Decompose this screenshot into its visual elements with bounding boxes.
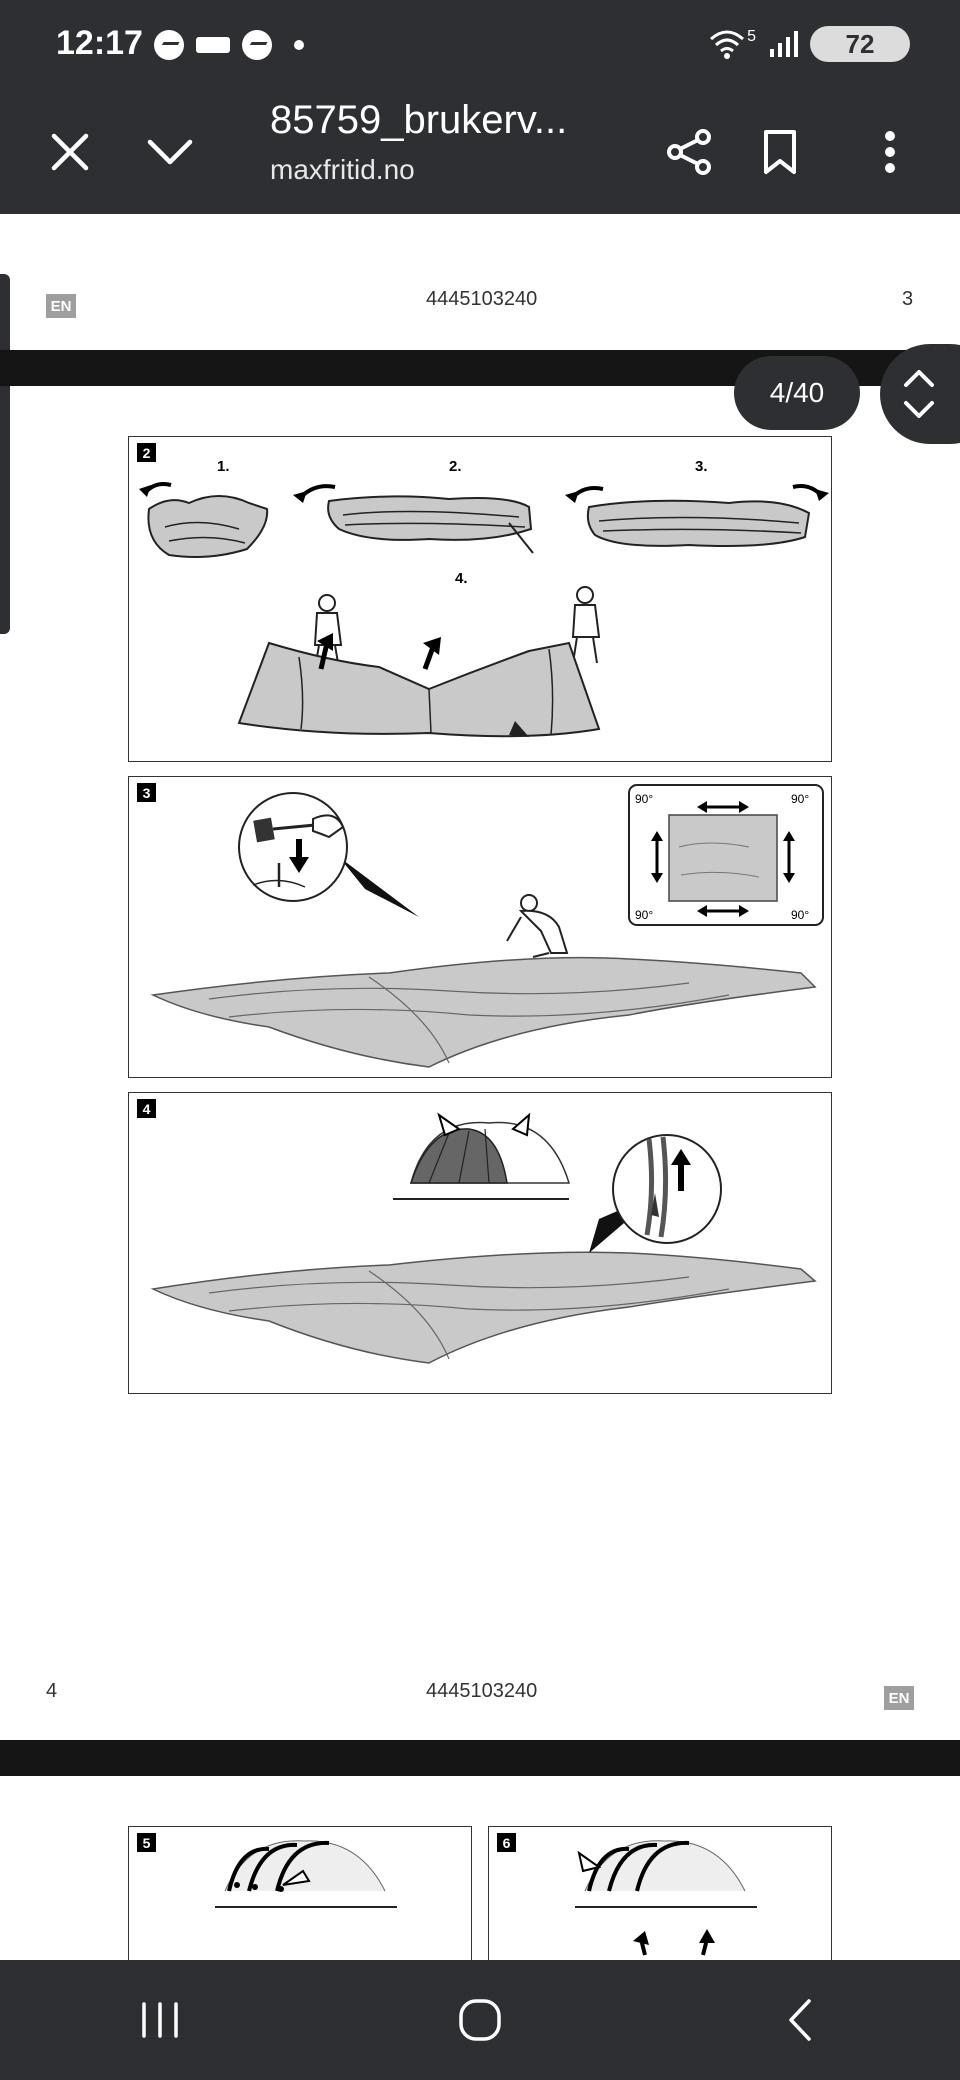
- home-button[interactable]: [435, 1985, 525, 2055]
- product-code: 4445103240: [426, 288, 538, 310]
- notification-icons: [154, 30, 304, 60]
- page-number: 3: [902, 288, 914, 310]
- pole-insert-illustration: [215, 1840, 397, 1908]
- corner-angle-label: 90°: [791, 908, 809, 922]
- flat-tent-canvas: [150, 956, 817, 1068]
- bookmark-button[interactable]: [748, 120, 812, 184]
- step-2-label: 2.: [449, 458, 462, 475]
- scroll-up-down-icon: [904, 370, 934, 418]
- pdf-viewer[interactable]: EN 4445103240 3 4/40 2 1. 2. 3. 4.: [0, 214, 960, 1960]
- document-domain: maxfritid.no: [270, 154, 415, 185]
- document-title: 85759_brukerv...: [270, 98, 568, 142]
- instruction-panel-6: 6: [488, 1826, 832, 1960]
- tent-folding-step-3: [565, 484, 829, 547]
- people-folding-tent-step-4: [237, 586, 601, 738]
- side-drawer-handle[interactable]: [0, 274, 10, 634]
- minimize-button[interactable]: [138, 120, 202, 184]
- fast-scroll-handle[interactable]: [880, 344, 960, 444]
- system-navigation-bar: [0, 1960, 960, 2080]
- instruction-panel-3: 3: [128, 776, 832, 1078]
- more-notifications-icon: [294, 40, 304, 50]
- messenger-icon: [154, 30, 184, 60]
- instruction-panel-5: 5: [128, 1826, 472, 1960]
- panel-number: 4: [137, 1099, 156, 1118]
- recent-apps-icon: [142, 2002, 178, 2038]
- page-counter-label: 4/40: [769, 377, 825, 408]
- reader-icon: [196, 37, 230, 53]
- recent-apps-button[interactable]: [115, 1985, 205, 2055]
- panel-number: 2: [137, 443, 156, 462]
- chevron-down-icon: [147, 139, 193, 165]
- flat-tent-canvas: [150, 1251, 817, 1364]
- panel-number: 3: [137, 783, 156, 802]
- battery-indicator: 72: [810, 26, 910, 62]
- battery-level: 72: [845, 28, 875, 59]
- mallet-zoom-inset: [238, 792, 419, 917]
- panel-number: 6: [497, 1833, 516, 1852]
- status-bar: 12:17 5 72: [0, 0, 960, 92]
- close-button[interactable]: [38, 120, 102, 184]
- system-icons: 5 72: [707, 26, 910, 62]
- network-type-label: 5: [747, 28, 756, 45]
- page-separator: [0, 1740, 960, 1776]
- wifi-icon: [710, 30, 745, 59]
- back-button[interactable]: [755, 1985, 845, 2055]
- page-number: 4: [46, 1680, 58, 1702]
- more-vertical-icon: [885, 131, 895, 173]
- share-button[interactable]: [658, 120, 722, 184]
- more-options-button[interactable]: [858, 120, 922, 184]
- tent-folding-step-2: [293, 484, 534, 554]
- signal-icon: [770, 31, 798, 57]
- corner-angle-label: 90°: [635, 792, 653, 806]
- zipper-zoom-inset: [589, 1134, 722, 1253]
- product-code: 4445103240: [426, 1680, 538, 1702]
- tent-zip-illustration: [150, 1112, 817, 1364]
- browser-toolbar: 85759_brukerv... maxfritid.no: [0, 92, 960, 214]
- status-time: 12:17: [56, 24, 143, 62]
- tent-bundle-step-1: [139, 482, 269, 558]
- back-icon: [789, 1999, 811, 2041]
- folding-illustration: 1. 2. 3. 4.: [139, 458, 829, 738]
- messenger-icon: [242, 30, 272, 60]
- language-badge-label: EN: [50, 297, 72, 315]
- step-4-label: 4.: [455, 570, 468, 587]
- instruction-panel-4: 4: [128, 1092, 832, 1394]
- language-badge: EN: [46, 294, 76, 318]
- square-corners-inset: 90° 90° 90° 90°: [628, 784, 824, 926]
- pole-tension-illustration: [575, 1840, 757, 1956]
- person-staking-tent: [506, 894, 569, 958]
- step-3-label: 3.: [695, 458, 708, 475]
- close-icon: [51, 133, 89, 171]
- language-badge-label: EN: [888, 1689, 910, 1707]
- corner-angle-label: 90°: [635, 908, 653, 922]
- share-icon: [667, 129, 711, 175]
- language-badge: EN: [884, 1686, 914, 1710]
- tent-preview: [393, 1112, 571, 1200]
- instruction-panel-2: 2 1. 2. 3. 4.: [128, 436, 832, 762]
- corner-angle-label: 90°: [791, 792, 809, 806]
- step-1-label: 1.: [217, 458, 230, 475]
- panel-number: 5: [137, 1833, 156, 1852]
- home-icon: [459, 1999, 501, 2041]
- bookmark-icon: [764, 130, 796, 174]
- page-counter: 4/40: [734, 356, 860, 430]
- staking-illustration: 90° 90° 90° 90°: [150, 784, 824, 1068]
